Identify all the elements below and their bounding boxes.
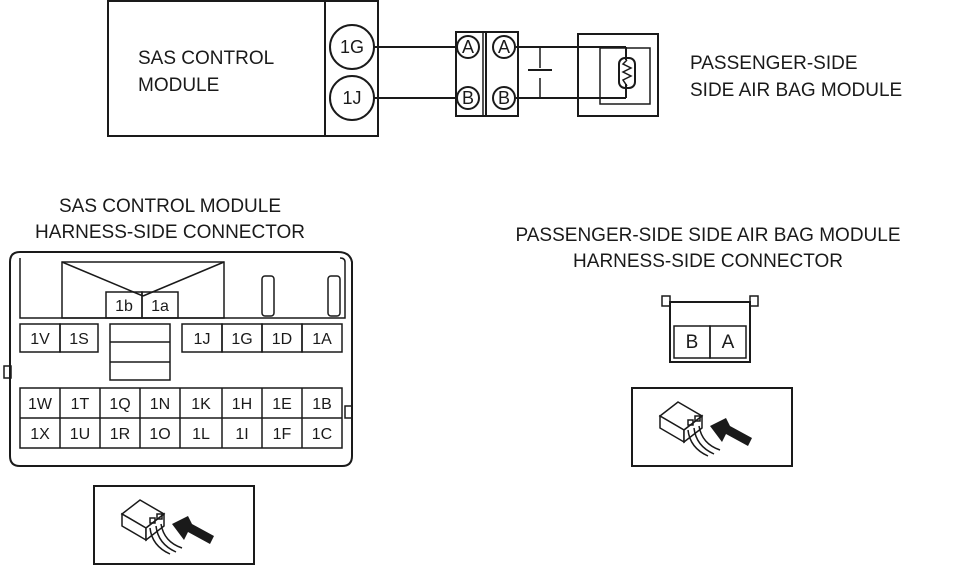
sas-control-module-block: SAS CONTROL MODULE 1G 1J	[107, 0, 379, 137]
connector-pin-a-left-circle	[456, 35, 480, 59]
harness-connector-view-icon	[93, 485, 255, 565]
sas-pin-row1-right-2: 1D	[272, 331, 292, 348]
airbag-pin-1: A	[722, 332, 735, 353]
sas-pin-top-0: 1b	[115, 298, 133, 315]
intermediate-connector: A B A B	[455, 31, 519, 117]
sas-connector-face: 1b 1a 1V 1S 1J 1G 1D 1A 1W 1T 1Q 1N 1K 1…	[3, 251, 353, 467]
module-label-line2: MODULE	[138, 75, 219, 96]
airbag-label-line1: PASSENGER-SIDE	[690, 53, 858, 74]
sas-pin-row2-4: 1K	[191, 396, 211, 413]
sas-pin-row3-5: 1I	[235, 426, 248, 443]
harness-connector-view-icon	[631, 387, 793, 467]
sas-pin-row3-6: 1F	[273, 426, 292, 443]
inflator-resistor-icon	[618, 57, 636, 89]
sas-pin-row1-left-0: 1V	[30, 331, 50, 348]
sas-pin-row3-3: 1O	[149, 426, 170, 443]
sas-pin-row1-right-1: 1G	[231, 331, 252, 348]
sas-pin-row2-3: 1N	[150, 396, 170, 413]
connector-pin-b-right-circle	[492, 86, 516, 110]
connector-pin-a-right: A	[498, 37, 510, 57]
sas-pin-row1-right-0: 1J	[194, 331, 211, 348]
sas-pin-row2-1: 1T	[71, 396, 90, 413]
sas-pin-row2-5: 1H	[232, 396, 252, 413]
terminal-1j-label: 1J	[342, 88, 361, 108]
sas-pin-row3-7: 1C	[312, 426, 332, 443]
terminal-1g-label: 1G	[340, 37, 364, 57]
blank-cavity	[109, 323, 171, 381]
sas-pin-row3-1: 1U	[70, 426, 90, 443]
sas-pin-row1-right-3: 1A	[312, 331, 332, 348]
sas-pin-row2-7: 1B	[312, 396, 332, 413]
airbag-wiring	[516, 46, 627, 99]
airbag-connector-face: B A	[661, 295, 759, 363]
connector-pin-b-left: B	[462, 88, 474, 108]
airbag-pin-0: B	[686, 332, 699, 353]
connector-pin-a-left: A	[462, 37, 474, 57]
airbag-connector-title-line2: HARNESS-SIDE CONNECTOR	[573, 251, 843, 272]
sas-pin-row3-0: 1X	[30, 426, 50, 443]
resistor-zigzag-icon	[621, 59, 633, 87]
airbag-label-line2: SIDE AIR BAG MODULE	[690, 80, 902, 101]
connector-pin-a-right-circle	[492, 35, 516, 59]
connector-pin-b-right: B	[498, 88, 510, 108]
sas-pin-row2-0: 1W	[28, 396, 53, 413]
connector-pin-b-left-circle	[456, 86, 480, 110]
module-label-line1: SAS CONTROL	[138, 48, 274, 69]
sas-connector-title-line1: SAS CONTROL MODULE	[59, 196, 281, 217]
sas-connector-title-line2: HARNESS-SIDE CONNECTOR	[35, 222, 305, 243]
sas-pin-row2-2: 1Q	[109, 396, 130, 413]
sas-pin-row3-4: 1L	[192, 426, 210, 443]
sas-pin-row1-left-1: 1S	[69, 331, 89, 348]
sas-pin-row2-6: 1E	[272, 396, 292, 413]
airbag-connector-title-line1: PASSENGER-SIDE SIDE AIR BAG MODULE	[515, 225, 900, 246]
sas-pin-row3-2: 1R	[110, 426, 130, 443]
airbag-module-block	[577, 33, 659, 117]
sas-pin-top-1: 1a	[151, 298, 169, 315]
